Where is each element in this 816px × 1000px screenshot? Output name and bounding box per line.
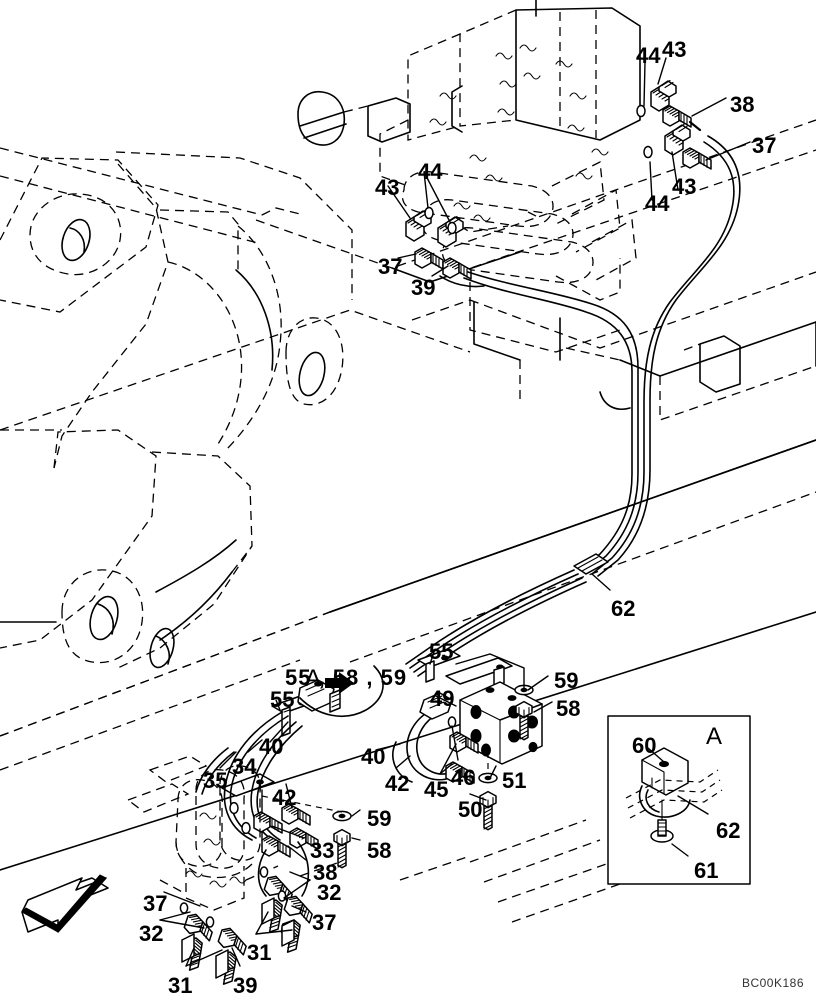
callout-number-43-1: 43: [662, 37, 687, 62]
main-control-valve: [379, 0, 641, 353]
upper-deck-plates: [0, 90, 816, 431]
upper-frame-structure: [0, 147, 816, 771]
fitting-group-top-right: [636, 79, 712, 170]
fitting-group-center: [405, 206, 472, 280]
hose-routing-main: [405, 135, 741, 677]
callout-number-37-31: 37: [312, 910, 337, 935]
detail-callout-number-61: 61: [694, 858, 719, 883]
callout-number-43-7: 43: [375, 175, 400, 200]
callout-number-40-16: 40: [259, 734, 284, 759]
callout-number-31-34: 31: [247, 940, 272, 965]
callout-number-40-17: 40: [361, 744, 386, 769]
callout-number-59-12: 59: [554, 668, 579, 693]
callout-number-37-32: 37: [143, 891, 168, 916]
callout-number-58-27: 58: [367, 838, 392, 863]
detail-callout-number-62: 62: [716, 818, 741, 843]
manifold-block-49: [447, 653, 543, 831]
callout-number-55-11: 55: [429, 639, 454, 664]
callout-number-32-30: 32: [317, 880, 342, 905]
detail-inset-letter-A: A: [706, 723, 723, 750]
callout-number-43-5: 43: [672, 174, 697, 199]
callout-number-32-33: 32: [139, 921, 164, 946]
callout-number-38-29: 38: [313, 860, 338, 885]
detail-inset-A: [607, 715, 751, 885]
callout-number-35-24: 35: [203, 768, 228, 793]
callout-number-49-14: 49: [430, 686, 455, 711]
callout-number-45-19: 45: [424, 777, 449, 802]
callout-number-37-8: 37: [378, 254, 403, 279]
callout-number-58-13: 58: [556, 696, 581, 721]
detail-callout-number-60: 60: [632, 733, 657, 758]
callout-number-34-23: 34: [232, 754, 257, 779]
callout-number-62-10: 62: [611, 596, 636, 621]
callout-number-42-18: 42: [385, 771, 410, 796]
callout-number-44-4: 44: [645, 191, 670, 216]
callout-number-39-36: 39: [233, 973, 258, 998]
hoses-left-40-42: [223, 711, 319, 858]
callout-number-44-6: 44: [418, 159, 443, 184]
callout-number-33-28: 33: [310, 838, 335, 863]
callout-number-39-9: 39: [411, 275, 436, 300]
direction-arrow-icon: [21, 874, 107, 933]
drawing-code: BC00K186: [741, 976, 804, 990]
leader-lines: [159, 57, 751, 967]
callout-number-55-15: 55: [270, 687, 295, 712]
callout-number-42-25: 42: [272, 785, 297, 810]
callout-number-31-35: 31: [168, 973, 193, 998]
pump-body: [159, 747, 279, 911]
callout-number-50-22: 50: [458, 797, 483, 822]
callout-number-37-3: 37: [752, 133, 777, 158]
callout-number-51-21: 51: [502, 768, 527, 793]
callout-number-59-26: 59: [367, 806, 392, 831]
callout-number-44-0: 44: [636, 43, 661, 68]
callout-number-38-2: 38: [730, 92, 755, 117]
callout-number-46-20: 46: [451, 765, 476, 790]
section-marker-A: A: [305, 665, 322, 692]
